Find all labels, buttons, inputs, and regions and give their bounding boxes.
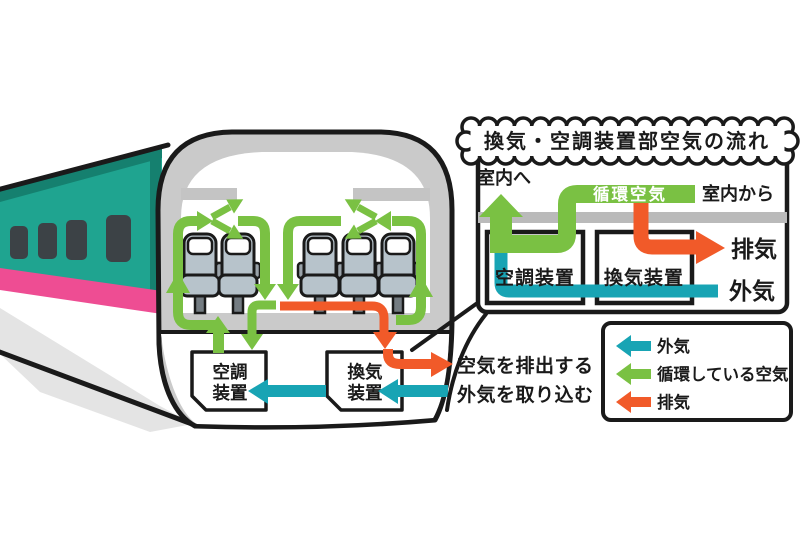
callout-line-lower: [445, 312, 488, 412]
exhaust-outlet-elbow: [383, 349, 432, 369]
detail-exhaust-arrowhead-icon: [696, 231, 725, 264]
train-bottom-edge-line: [0, 349, 195, 427]
seat: [374, 232, 422, 315]
ac-unit-label-line2: 装置: [212, 383, 248, 404]
window-icon: [38, 223, 57, 259]
underfloor-equipment: 空調 装置 換気 装置: [190, 350, 404, 412]
center-down-arrowhead-a-icon: [254, 284, 276, 300]
detail-panel-title: 換気・空調装置部空気の流れ: [484, 129, 770, 153]
exhaust-label: 排気: [731, 236, 777, 263]
intake-shaft-outer: [398, 385, 448, 397]
diffuser-arrows-right: [344, 199, 378, 239]
train-pink-stripe: [0, 268, 162, 314]
callout-line-upper: [410, 302, 478, 352]
exhaust-duct-orange: [280, 301, 453, 377]
ceiling-duct-right: [353, 188, 430, 201]
legend-label: 排気: [657, 392, 691, 412]
window-icon: [10, 226, 28, 259]
left-arrow-icon: [616, 335, 651, 357]
vent-unit-label-line2: 装置: [347, 383, 383, 404]
window-icon: [106, 215, 131, 262]
detail-supply-arrowhead-icon: [479, 194, 523, 217]
left-arrow-icon: [616, 363, 651, 385]
legend-label: 循環している空気: [657, 364, 789, 384]
to-room-label: 室内へ: [477, 167, 531, 189]
outside-air-label: 外気: [729, 278, 775, 305]
ac-unit-box: [190, 350, 268, 412]
intake-arrows-teal: [248, 379, 448, 404]
exhaust-note: 空気を排出する: [457, 354, 594, 377]
supply-up-arrowhead-icon: [206, 316, 230, 333]
return-down-arrowhead-icon: [241, 334, 263, 350]
circulating-air-label: 循環空気: [593, 184, 667, 204]
train-skirt-shadow: [0, 308, 193, 432]
train-roof-line: [0, 142, 171, 192]
intake-shaft-inner: [268, 385, 326, 397]
legend-row-exhaust: 排気: [616, 391, 691, 413]
right-wall-duct: [392, 216, 426, 325]
flow-detail-panel: 室内へ 循環空気 室内から 空調装置 換気装置 排気 外気 換気・空調装置部空気…: [455, 116, 800, 315]
legend-row-outside-air: 外気: [616, 335, 691, 357]
detail-floor-bar: [478, 212, 787, 223]
circulation-arrows-green: [166, 199, 433, 353]
exhaust-down-arrowhead-icon: [373, 332, 397, 349]
left-arrow-icon: [616, 391, 651, 413]
bubble-inner-cover: [470, 126, 785, 156]
exhaust-floor-run: [280, 301, 389, 334]
exhaust-right-arrowhead-icon: [431, 352, 453, 377]
train-windows: [10, 215, 131, 262]
intake-note: 外気を取り込む: [457, 383, 594, 406]
right-wall-up-arrowhead-icon: [409, 276, 433, 297]
intake-arrowhead-inner-icon: [248, 379, 268, 404]
window-icon: [66, 220, 87, 260]
ac-unit-label-line1: 空調: [213, 362, 248, 383]
detail-orange-pipe: [633, 199, 725, 264]
legend-row-circulating-air: 循環している空気: [616, 363, 789, 385]
train-roof-shade: [0, 146, 162, 202]
callout-lines: [410, 302, 488, 412]
detail-vent-unit-label: 換気装置: [604, 266, 684, 289]
vent-unit-label-line1: 換気: [348, 362, 383, 383]
left-ceiling-arrowhead-icon: [197, 211, 213, 231]
ceiling-duct-left: [181, 188, 237, 200]
detail-teal-pipe: [494, 250, 718, 298]
legend-panel: 外気 循環している空気 排気: [601, 321, 793, 422]
intake-arrowhead-outer-icon: [378, 379, 398, 404]
center-down-duct-b: [283, 216, 341, 286]
diffuser-arrows-left: [210, 199, 244, 239]
seat: [296, 232, 344, 315]
center-down-arrowhead-b-icon: [277, 284, 299, 300]
detail-green-pipe: [479, 185, 695, 253]
detail-title-bubble: 換気・空調装置部空気の流れ: [455, 116, 800, 166]
passenger-seats: [176, 232, 422, 315]
center-down-duct-a: [238, 216, 270, 286]
supply-up-shaft: [213, 330, 224, 353]
return-floor-duct: [247, 300, 276, 336]
left-wall-up-arrowhead-icon: [166, 272, 190, 293]
side-view-train: [0, 142, 195, 432]
legend-label: 外気: [657, 336, 691, 356]
right-ceiling-arrowhead-icon: [375, 211, 391, 231]
from-room-label: 室内から: [702, 183, 774, 205]
detail-ac-unit-label: 空調装置: [495, 266, 575, 289]
detail-supply-shaft: [490, 214, 512, 253]
